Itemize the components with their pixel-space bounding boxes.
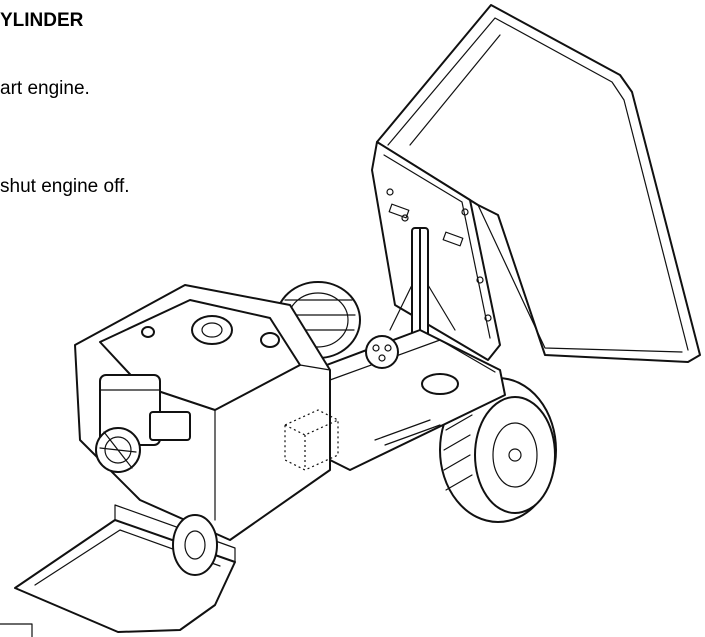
chassis (299, 329, 506, 471)
page-corner-box (0, 623, 33, 637)
instruction-step-1: art engine. (0, 78, 90, 99)
front-platform (14, 504, 236, 633)
section-heading: YLINDER (0, 10, 84, 31)
hopper-bed (371, 4, 701, 363)
engine-block (95, 374, 191, 473)
instruction-step-2: shut engine off. (0, 176, 130, 197)
front-wheel (439, 377, 557, 523)
